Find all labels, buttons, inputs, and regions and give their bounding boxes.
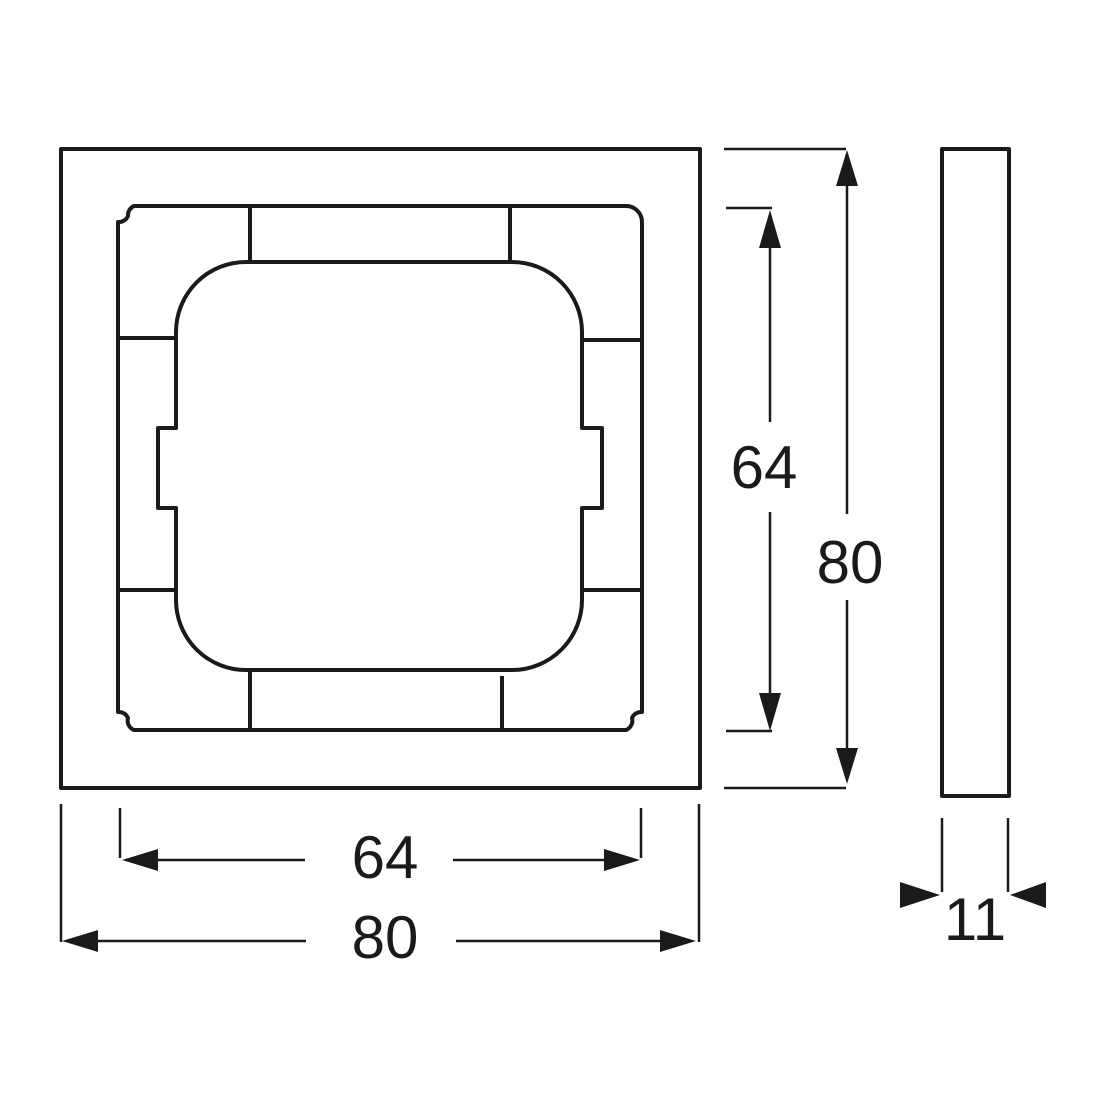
arrow-left [1010, 882, 1046, 908]
dimension-outer-width: 80 [59, 804, 701, 971]
arrow-right [604, 849, 640, 871]
dimension-label-outer-height: 80 [817, 529, 884, 596]
top-clip [248, 208, 512, 262]
outer-frame [59, 147, 702, 790]
dimension-inner-width: 64 [118, 808, 643, 891]
dimension-outer-height: 80 [724, 147, 884, 790]
dimension-label-depth: 11 [944, 886, 1006, 953]
center-opening [156, 260, 604, 672]
arrow-left [62, 930, 98, 952]
dimension-label-inner-height: 64 [731, 434, 798, 501]
side-view [940, 147, 1011, 798]
bottom-clip [248, 670, 504, 728]
arrow-down [759, 693, 781, 731]
arrow-up [836, 150, 858, 186]
dimension-depth: 11 [900, 818, 1046, 953]
dimension-inner-height: 64 [726, 206, 798, 733]
arrow-right [660, 930, 696, 952]
arrow-up [759, 210, 781, 248]
arrow-right [900, 882, 940, 908]
dimension-label-outer-width: 80 [352, 904, 419, 971]
front-view [59, 147, 702, 790]
dimension-label-inner-width: 64 [352, 824, 419, 891]
arrow-down [836, 748, 858, 784]
arrow-left [122, 849, 158, 871]
inner-frame [116, 204, 644, 732]
